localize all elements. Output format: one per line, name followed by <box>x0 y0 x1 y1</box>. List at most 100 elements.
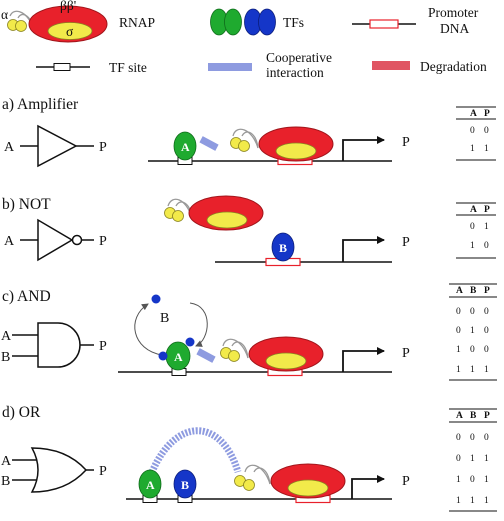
legend-degradation-icon <box>372 61 410 70</box>
amplifier-table-header-a: A <box>470 109 477 119</box>
and-table-cell: 1 <box>456 345 461 355</box>
and-table-cell: 0 <box>470 345 475 355</box>
and-table-cell: 0 <box>470 307 475 317</box>
or-table-cell: 0 <box>484 433 489 443</box>
or-truth-table: A B P 0 0 0 0 1 1 1 0 1 1 1 1 <box>449 408 497 512</box>
or-table-cell: 0 <box>470 433 475 443</box>
and-table-cell: 1 <box>470 365 475 375</box>
legend-promoter-icon <box>352 19 416 29</box>
and-table-cell: 0 <box>484 307 489 317</box>
not-truth-table: A P 0 1 1 0 <box>456 202 496 259</box>
and-tf-a-label: A <box>174 350 183 364</box>
legend-cooperative-label-1: Cooperative <box>266 50 332 65</box>
and-table-header-a: A <box>456 286 463 296</box>
not-tf-b-label: B <box>279 241 287 255</box>
and-gate-symbol <box>12 322 94 368</box>
or-table-cell: 0 <box>456 433 461 443</box>
or-rnap <box>234 463 346 499</box>
or-table-cell: 1 <box>456 496 461 506</box>
section-amplifier: a) Amplifier A P A P <box>2 96 496 168</box>
not-table-cell: 1 <box>484 222 489 232</box>
legend-tf-icons <box>210 8 276 36</box>
legend-tf-site-icon <box>36 63 90 71</box>
or-table-cell: 1 <box>470 454 475 464</box>
or-tf-b-label: B <box>181 478 189 492</box>
legend-degradation-label: Degradation <box>420 59 487 74</box>
legend-sigma-label: σ <box>66 24 74 39</box>
legend-cooperative-icon <box>208 63 252 71</box>
legend-rnap-label: RNAP <box>119 15 155 30</box>
and-table-cell: 1 <box>470 326 475 336</box>
not-transcription-arrow <box>342 236 385 262</box>
or-transcription-arrow <box>351 475 385 499</box>
and-free-b-dot <box>151 294 161 304</box>
or-table-header-p: P <box>484 411 490 421</box>
or-tf-b <box>173 469 197 499</box>
or-table-cell: 1 <box>484 496 489 506</box>
or-gate-symbol <box>12 447 94 493</box>
amplifier-tf-a-label: A <box>181 140 190 154</box>
and-table-cell: 1 <box>484 365 489 375</box>
and-table-cell: 0 <box>484 345 489 355</box>
legend-tf-site-label: TF site <box>109 60 147 75</box>
or-table-cell: 0 <box>456 454 461 464</box>
or-cooperative-link <box>148 427 242 474</box>
and-input-a-label: A <box>1 329 12 344</box>
amplifier-output-label: P <box>99 140 107 155</box>
legend-rnap-icon <box>7 5 108 43</box>
not-gate-symbol <box>20 218 94 262</box>
legend: α ββ' σ RNAP TFs Promoter DNA TF site Co… <box>1 0 487 80</box>
and-output-label: P <box>99 339 107 354</box>
not-output-label: P <box>99 234 107 249</box>
and-table-cell: 1 <box>456 365 461 375</box>
legend-promoter-label-2: DNA <box>440 21 469 36</box>
and-table-header-p: P <box>484 286 490 296</box>
and-cooperative-link <box>196 348 216 363</box>
legend-promoter-label-1: Promoter <box>428 5 479 20</box>
and-unbinding-arrow <box>134 303 163 356</box>
not-rnap-unbound <box>164 195 264 231</box>
and-table-cell: 0 <box>484 326 489 336</box>
amplifier-table-cell: 1 <box>484 144 489 154</box>
not-table-header-p: P <box>484 205 490 215</box>
or-table-header-a: A <box>456 411 463 421</box>
amplifier-input-label: A <box>4 140 15 155</box>
not-table-cell: 0 <box>470 222 475 232</box>
and-tf-a <box>158 337 195 371</box>
and-table-cell: 0 <box>456 326 461 336</box>
section-not: b) NOT A P B P A P <box>2 195 496 267</box>
amplifier-truth-table: A P 0 0 1 1 <box>456 106 496 161</box>
or-input-b-label: B <box>1 474 10 489</box>
section-and-title: c) AND <box>2 288 51 305</box>
or-table-cell: 1 <box>484 454 489 464</box>
or-input-a-label: A <box>1 454 12 469</box>
not-table-cell: 0 <box>484 241 489 251</box>
and-binding-arrow <box>189 302 208 347</box>
not-dna-output-label: P <box>402 235 410 250</box>
and-table-cell: 0 <box>456 307 461 317</box>
legend-beta-label: ββ' <box>60 0 76 13</box>
or-tf-a <box>138 469 162 499</box>
or-table-cell: 0 <box>470 475 475 485</box>
and-rnap <box>220 336 324 372</box>
amplifier-table-cell: 1 <box>470 144 475 154</box>
not-table-header-a: A <box>470 205 477 215</box>
and-table-header-b: B <box>470 286 477 296</box>
section-or: d) OR A B P A B P <box>1 404 497 512</box>
or-table-cell: 1 <box>470 496 475 506</box>
legend-alpha-label: α <box>1 7 8 22</box>
amplifier-table-header-p: P <box>484 109 490 119</box>
amplifier-table-cell: 0 <box>484 126 489 136</box>
amplifier-gate-symbol <box>20 124 94 168</box>
and-dna-output-label: P <box>402 346 410 361</box>
section-not-title: b) NOT <box>2 196 51 213</box>
or-table-cell: 1 <box>456 475 461 485</box>
legend-cooperative-label-2: interaction <box>266 65 324 80</box>
amplifier-transcription-arrow <box>342 136 385 161</box>
or-table-header-b: B <box>470 411 477 421</box>
section-amplifier-title: a) Amplifier <box>2 96 79 113</box>
section-and: c) AND A B P B A <box>1 283 497 381</box>
amplifier-rnap <box>230 126 334 162</box>
section-or-title: d) OR <box>2 404 41 421</box>
